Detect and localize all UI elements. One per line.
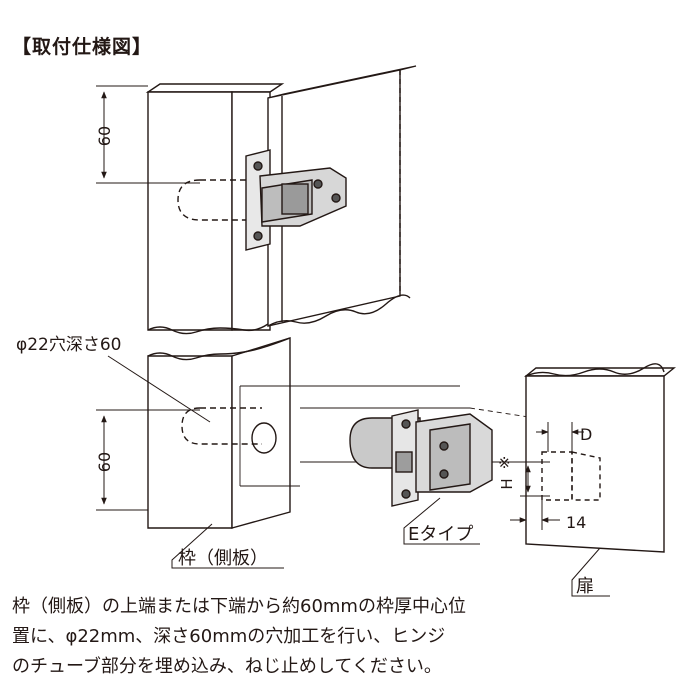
dim-d-label: D xyxy=(580,425,592,444)
upper-assembly xyxy=(145,65,417,335)
installation-instructions: 枠（側板）の上端または下端から約60mmの枠厚中心位 置に、φ22mm、深さ60… xyxy=(12,592,672,682)
frame-label: 枠（側板） xyxy=(178,548,268,569)
frame-break-line xyxy=(147,323,269,335)
dim-top-value: 60 xyxy=(95,126,114,146)
bore-hole xyxy=(251,422,277,454)
dim-d xyxy=(536,422,584,452)
frame-upper-front-face xyxy=(147,91,233,331)
dim-14-label: 14 xyxy=(566,513,586,532)
hole-spec-label: φ22穴深さ60 xyxy=(16,335,121,355)
note-mark: ※ xyxy=(498,454,511,472)
dim-h-label: H xyxy=(498,478,516,489)
upper-hole-outline xyxy=(177,179,255,221)
frame-lower-front-face xyxy=(147,355,233,529)
hinge-e-type xyxy=(349,409,493,507)
dim-h xyxy=(520,461,550,497)
door-cup-recess xyxy=(541,451,573,501)
hinge-upper xyxy=(245,149,347,251)
lower-hole-outline xyxy=(181,407,262,445)
diagram-heading: 【取付仕様図】 xyxy=(12,36,153,58)
caption-line-2: 置に、φ22mm、深さ60mmの穴加工を行い、ヒンジ xyxy=(12,626,446,647)
lower-assembly xyxy=(147,337,676,553)
dim-top-60 xyxy=(96,85,200,184)
type-label: Eタイプ xyxy=(408,524,473,545)
dim-bottom-value: 60 xyxy=(95,452,114,472)
dim-bottom-60 xyxy=(96,409,200,511)
door-label: 扉 xyxy=(576,576,594,597)
dim-14 xyxy=(510,500,560,530)
caption-line-3: のチューブ部分を埋め込み、ねじ止めしてください。 xyxy=(12,656,442,677)
frame-upper-top-face xyxy=(145,83,285,93)
caption-line-1: 枠（側板）の上端または下端から約60mmの枠厚中心位 xyxy=(12,596,466,617)
